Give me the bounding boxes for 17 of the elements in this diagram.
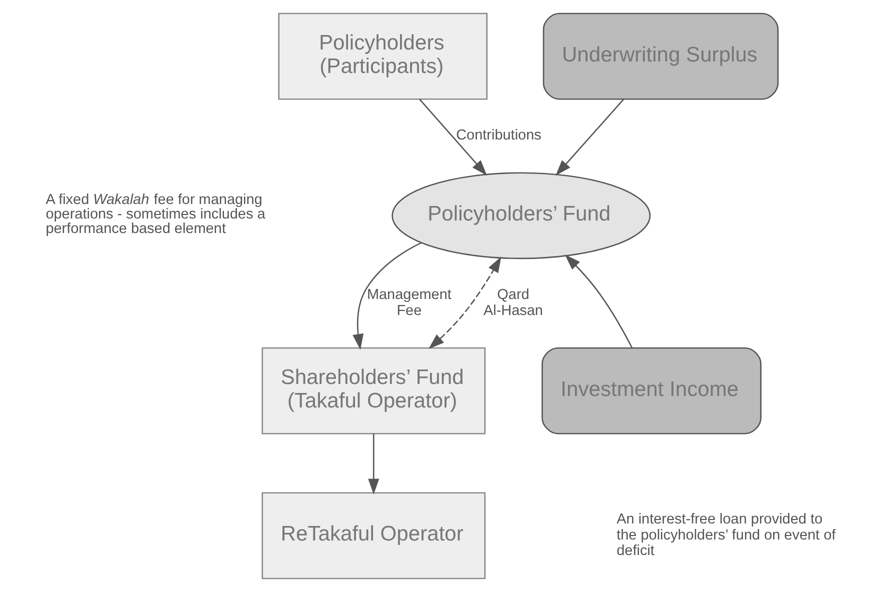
label: An interest-free loan provided to the policyholders’ fund on event of deficit <box>616 512 836 560</box>
arrow <box>352 242 422 350</box>
arrow <box>368 434 380 495</box>
edge-label: Contributions <box>456 128 542 144</box>
node-box: ReTakaful Operator <box>262 492 486 580</box>
node-box: Policyholders (Participants) <box>278 12 488 100</box>
arrow <box>428 256 502 350</box>
label: A fixed Wakalah fee for managing operations - sometimes includes a performance based element <box>46 192 266 238</box>
arrow <box>564 254 633 348</box>
arrow <box>419 98 488 176</box>
node-box: Investment Income <box>542 347 762 434</box>
edge-label: Management Fee <box>366 287 452 319</box>
edge-label: Qard Al-Hasan <box>483 287 543 319</box>
node-box: Underwriting Surplus <box>542 12 779 100</box>
node-box: Shareholders’ Fund (Takaful Operator) <box>262 347 486 434</box>
arrow <box>556 98 624 176</box>
node-ellipse: Policyholders’ Fund <box>392 172 651 260</box>
